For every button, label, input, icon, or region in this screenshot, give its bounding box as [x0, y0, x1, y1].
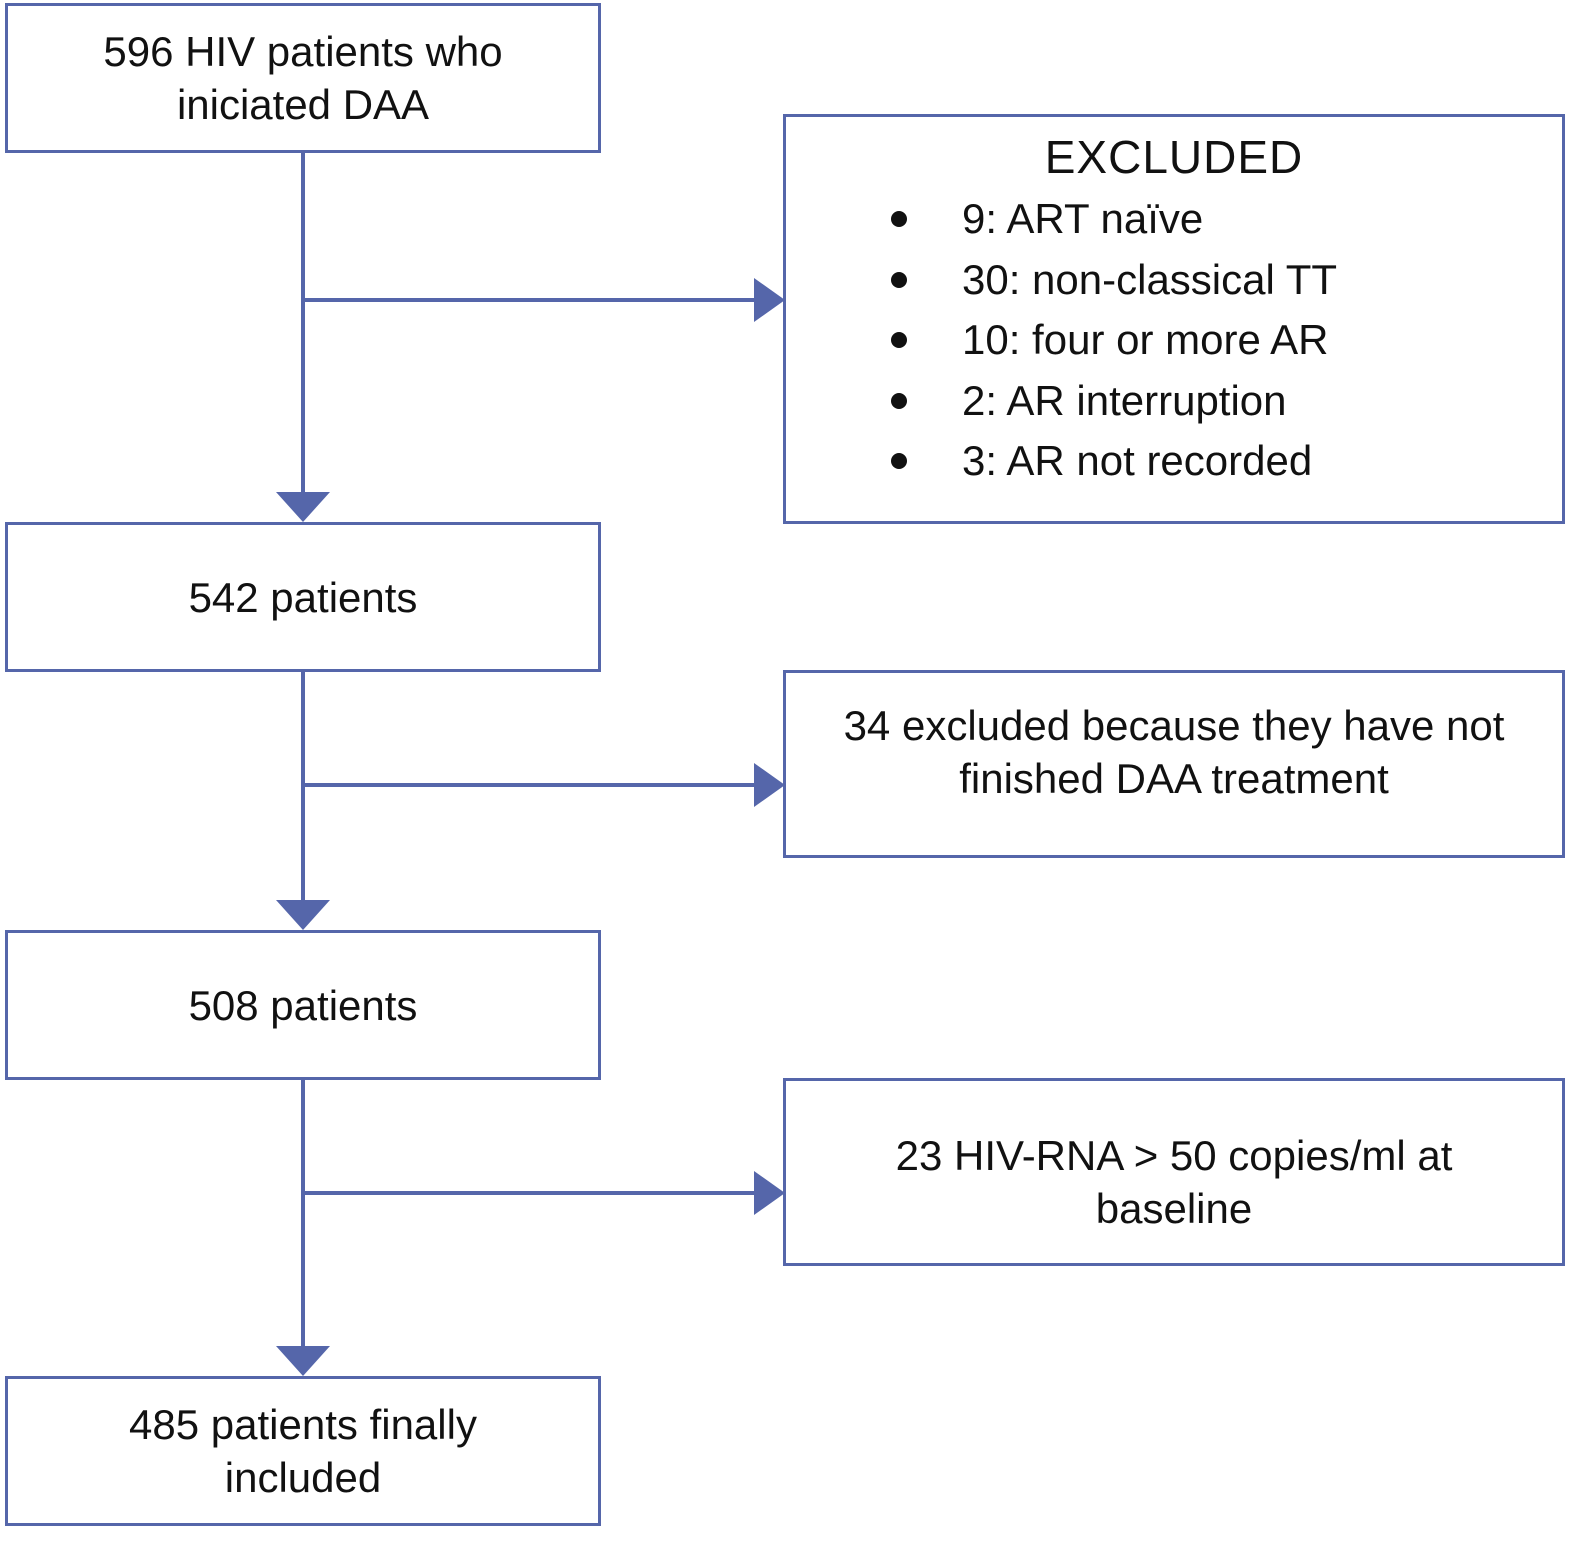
box-initial-cohort-line-1: 596 HIV patients who: [103, 28, 503, 75]
box-initial-cohort-line-2: iniciated DAA: [176, 81, 430, 128]
box-508-patients-text: 508 patients: [188, 981, 418, 1029]
bullet-icon: [891, 211, 907, 227]
arrowhead-down-3: [276, 1346, 330, 1376]
box-542-patients: 542 patients: [5, 522, 601, 672]
excluded-title: EXCLUDED: [1044, 131, 1304, 183]
excluded-item: 2: AR interruption: [786, 371, 1562, 432]
excluded-item: 3: AR not recorded: [786, 431, 1562, 492]
box-final-included-line-2: included: [224, 1454, 382, 1501]
box-508-patients: 508 patients: [5, 930, 601, 1080]
bullet-icon: [891, 453, 907, 469]
bullet-icon: [891, 332, 907, 348]
excluded-item-text: 9: ART naïve: [962, 195, 1204, 242]
arrowhead-down-2: [276, 900, 330, 930]
excluded-item-text: 2: AR interruption: [962, 376, 1287, 424]
box-excluded-not-finished: 34 excluded because they have not finish…: [783, 670, 1565, 858]
box-final-included: 485 patients finally included: [5, 1376, 601, 1526]
box-542-patients-text: 542 patients: [188, 573, 418, 621]
box-initial-cohort: 596 HIV patients who iniciated DAA: [5, 3, 601, 153]
excluded-items: 9: ART naïve 30: non-classical TT 10: fo…: [786, 189, 1562, 492]
box-excluded-not-finished-line-2: finished DAA treatment: [959, 755, 1389, 802]
excluded-item: 30: non-classical TT: [786, 250, 1562, 311]
box-excluded-viral-load: 23 HIV-RNA > 50 copies/ml at baseline: [783, 1078, 1565, 1266]
arrowhead-right-1: [754, 278, 785, 322]
excluded-item: 10: four or more AR: [786, 310, 1562, 371]
excluded-item: 9: ART naïve: [786, 189, 1562, 250]
box-excluded-not-finished-line-1: 34 excluded because they have not: [843, 702, 1505, 749]
arrowhead-down-1: [276, 492, 330, 522]
arrowhead-right-2: [754, 763, 785, 807]
excluded-item-text: 30: non-classical TT: [962, 255, 1338, 303]
bullet-icon: [891, 392, 907, 409]
bullet-icon: [891, 271, 907, 288]
excluded-item-text: 3: AR not recorded: [962, 437, 1313, 484]
excluded-item-text: 10: four or more AR: [962, 316, 1329, 363]
box-excluded-viral-load-line-2: baseline: [1095, 1185, 1253, 1232]
box-excluded-viral-load-line-1: 23 HIV-RNA > 50 copies/ml at: [895, 1132, 1453, 1179]
box-excluded-list: EXCLUDED 9: ART naïve 30: non-classical …: [783, 114, 1565, 524]
box-final-included-line-1: 485 patients finally: [129, 1401, 477, 1448]
arrowhead-right-3: [754, 1171, 785, 1215]
